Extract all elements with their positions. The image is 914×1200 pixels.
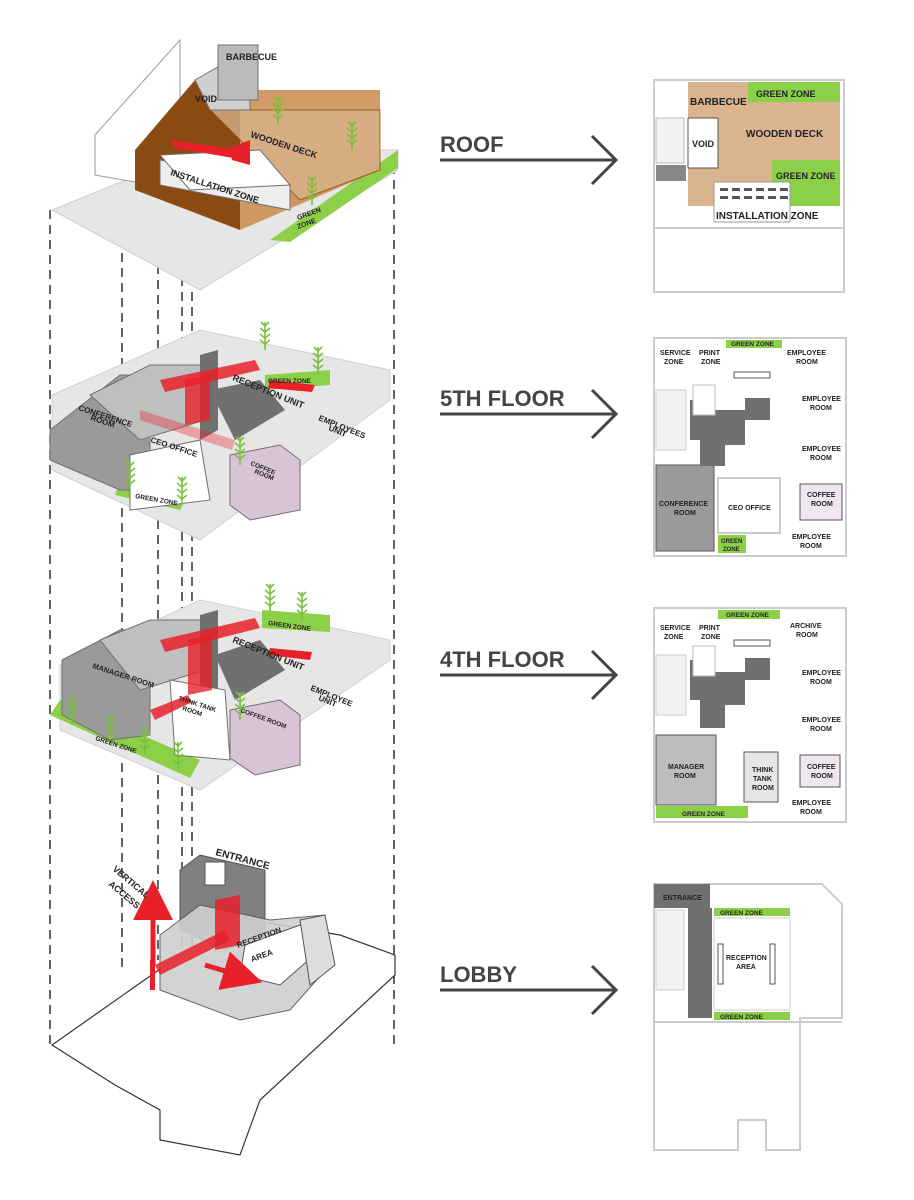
plan-lobby-reception1: RECEPTION — [726, 955, 767, 962]
plan-fifth-print-1: PRINT — [699, 350, 721, 357]
arrow-fourth-icon — [440, 649, 619, 701]
plan-fourth-print-1: PRINT — [699, 625, 721, 632]
plan-fourth-coffee1: COFFEE — [807, 764, 836, 771]
arrow-roof-icon — [440, 134, 619, 186]
iso-roof-void: VOID — [195, 94, 218, 104]
plan-roof: BARBECUE GREEN ZONE VOID WOODEN DECK GRE… — [653, 79, 845, 293]
level-arrows — [440, 134, 619, 1016]
plan-roof-barbecue: BARBECUE — [690, 97, 747, 108]
plan-fourth-emp3b: ROOM — [800, 809, 822, 816]
plan-fifth-emp3a: EMPLOYEE — [802, 446, 841, 453]
plan-fourth-emp1a: EMPLOYEE — [802, 670, 841, 677]
plan-roof-wooden-deck: WOODEN DECK — [746, 129, 824, 140]
plan-fifth-emp1b: ROOM — [796, 359, 818, 366]
level-label-roof: ROOF — [440, 132, 504, 157]
plan-lobby-green-top: GREEN ZONE — [720, 910, 764, 917]
plan-fifth-coffee2: ROOM — [811, 501, 833, 508]
plan-fifth-emp4b: ROOM — [800, 543, 822, 550]
plan-fourth-emp3a: EMPLOYEE — [792, 800, 831, 807]
plan-fourth-archive2: ROOM — [796, 632, 818, 639]
arrow-lobby-icon — [440, 964, 619, 1016]
plan-roof-green-right: GREEN ZONE — [776, 171, 836, 181]
level-label-fourth: 4TH FLOOR — [440, 647, 565, 672]
plan-fourth-emp1b: ROOM — [810, 679, 832, 686]
plan-fourth-coffee2: ROOM — [811, 773, 833, 780]
plan-fifth-conf2: ROOM — [674, 510, 696, 517]
iso-fourth: MANAGER ROOM RECEPTION UNIT THINK TANK R… — [50, 583, 391, 791]
iso-roof-barbecue: BARBECUE — [226, 52, 277, 62]
plan-roof-installation-zone: INSTALLATION ZONE — [716, 211, 819, 222]
plan-fifth-ceo: CEO OFFICE — [728, 505, 771, 512]
plan-fifth-emp2a: EMPLOYEE — [802, 396, 841, 403]
plan-fourth-think2: TANK — [753, 776, 772, 783]
plan-lobby: ENTRANCE GREEN ZONE RECEPTION AREA GREEN… — [653, 883, 843, 1151]
plan-fifth-service-2: ZONE — [664, 359, 684, 366]
plan-fourth-emp2a: EMPLOYEE — [802, 717, 841, 724]
plan-fifth-green2: ZONE — [723, 547, 740, 553]
plan-fourth-manager1: MANAGER — [668, 764, 704, 771]
plan-fourth-emp2b: ROOM — [810, 726, 832, 733]
plan-fifth-conf1: CONFERENCE — [659, 501, 708, 508]
plan-fourth-archive1: ARCHIVE — [790, 623, 822, 630]
plan-fourth-green-top: GREEN ZONE — [726, 612, 770, 619]
level-label-lobby: LOBBY — [440, 962, 517, 987]
plan-fourth-think1: THINK — [752, 767, 773, 774]
plan-fourth-service-1: SERVICE — [660, 625, 691, 632]
plan-lobby-entrance: ENTRANCE — [663, 895, 702, 902]
plan-fifth-green1: GREEN — [721, 539, 742, 545]
plan-fourth-print-2: ZONE — [701, 634, 721, 641]
plan-fifth-emp4a: EMPLOYEE — [792, 534, 831, 541]
level-label-fifth: 5TH FLOOR — [440, 386, 565, 411]
plan-lobby-green-bottom: GREEN ZONE — [720, 1014, 764, 1021]
plan-fifth: SERVICE ZONE PRINT ZONE GREEN ZONE EMPLO… — [653, 337, 847, 557]
plan-fifth-emp1a: EMPLOYEE — [787, 350, 826, 357]
plan-fifth-green-top: GREEN ZONE — [731, 341, 775, 348]
level-labels: ROOF 5TH FLOOR 4TH FLOOR LOBBY — [440, 132, 565, 987]
plan-fourth-green-bottom: GREEN ZONE — [682, 811, 726, 818]
plan-fifth-service-1: SERVICE — [660, 350, 691, 357]
plan-lobby-reception2: AREA — [736, 964, 756, 971]
plan-roof-green-top: GREEN ZONE — [756, 89, 816, 99]
iso-fifth: CONFERENCE ROOM CEO OFFICE RECEPTION UNI… — [49, 321, 391, 541]
arrow-fifth-icon — [440, 388, 619, 440]
plan-fifth-emp3b: ROOM — [810, 455, 832, 462]
iso-roof: BARBECUE VOID WOODEN DECK INSTALLATION Z… — [50, 38, 399, 291]
iso-fifth-green-top: GREEN ZONE — [268, 378, 312, 385]
plan-roof-void: VOID — [692, 139, 715, 149]
plan-fifth-emp2b: ROOM — [810, 405, 832, 412]
plan-fourth-service-2: ZONE — [664, 634, 684, 641]
plan-fifth-coffee1: COFFEE — [807, 492, 836, 499]
plan-fourth-think3: ROOM — [752, 785, 774, 792]
iso-lobby: ENTRANCE VERTICAL ACCESS RECEPTION AREA — [50, 847, 396, 1156]
plan-fifth-print-2: ZONE — [701, 359, 721, 366]
plan-fourth-manager2: ROOM — [674, 773, 696, 780]
plan-fourth: SERVICE ZONE PRINT ZONE GREEN ZONE ARCHI… — [653, 607, 847, 823]
